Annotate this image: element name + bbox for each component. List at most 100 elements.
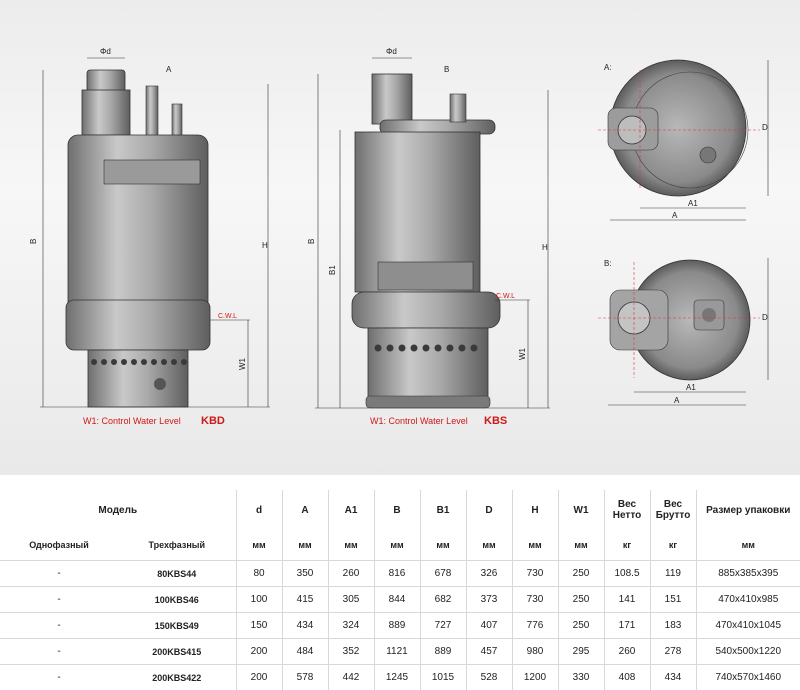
spec-table: Модель d A A1 B B1 D H W1 Вес Нетто Вес … bbox=[0, 490, 800, 690]
kbd-b-label: B bbox=[29, 239, 38, 244]
table-header-row: Модель d A A1 B B1 D H W1 Вес Нетто Вес … bbox=[0, 490, 800, 530]
cell-model: 80KBS44 bbox=[118, 561, 236, 587]
col-a1: A1 bbox=[328, 490, 374, 530]
cell-pack: 470x410x985 bbox=[696, 587, 800, 613]
cell-single: - bbox=[0, 639, 118, 665]
cell-pack: 540x500x1220 bbox=[696, 639, 800, 665]
cell-pack: 470x410x1045 bbox=[696, 613, 800, 639]
col-b: B bbox=[374, 490, 420, 530]
unit-a1: мм bbox=[328, 530, 374, 561]
cell-dd: 373 bbox=[466, 587, 512, 613]
unit-gross: кг bbox=[650, 530, 696, 561]
unit-h: мм bbox=[512, 530, 558, 561]
cell-gross: 151 bbox=[650, 587, 696, 613]
kbd-cwl-label: C.W.L bbox=[218, 313, 237, 320]
kbd-w1-label: W1 bbox=[238, 357, 247, 370]
kbs-caption: W1: Control Water Level bbox=[370, 416, 468, 426]
kbs-w1-label: W1 bbox=[518, 347, 527, 360]
kbd-h-label: H bbox=[262, 241, 268, 250]
cell-a1: 260 bbox=[328, 561, 374, 587]
view-b-label: B: bbox=[604, 259, 612, 268]
col-h: H bbox=[512, 490, 558, 530]
cell-d: 80 bbox=[236, 561, 282, 587]
cell-w1: 250 bbox=[558, 561, 604, 587]
kbs-b1-label: B1 bbox=[328, 265, 337, 275]
cell-w1: 250 bbox=[558, 587, 604, 613]
pump-drawings: Φd A B H W1 C.W.L W1: Control Water Leve… bbox=[0, 0, 800, 475]
unit-d: мм bbox=[236, 530, 282, 561]
cell-w1: 330 bbox=[558, 665, 604, 690]
cell-model: 100KBS46 bbox=[118, 587, 236, 613]
cell-a: 484 bbox=[282, 639, 328, 665]
kbd-caption: W1: Control Water Level bbox=[83, 416, 181, 426]
col-w1: W1 bbox=[558, 490, 604, 530]
cell-a1: 305 bbox=[328, 587, 374, 613]
cell-net: 108.5 bbox=[604, 561, 650, 587]
cell-dd: 407 bbox=[466, 613, 512, 639]
cell-a1: 324 bbox=[328, 613, 374, 639]
table-subheader-row: Однофазный Трехфазный мм мм мм мм мм мм … bbox=[0, 530, 800, 561]
cell-gross: 119 bbox=[650, 561, 696, 587]
cell-dd: 326 bbox=[466, 561, 512, 587]
cell-net: 171 bbox=[604, 613, 650, 639]
cell-b: 816 bbox=[374, 561, 420, 587]
view-b-a-label: A bbox=[674, 396, 680, 405]
view-a-a-label: A bbox=[672, 211, 678, 220]
cell-a1: 352 bbox=[328, 639, 374, 665]
kbd-phid-label: Φd bbox=[100, 47, 111, 56]
cell-model: 200KBS422 bbox=[118, 665, 236, 690]
top-view-b: B: A1 A D bbox=[598, 258, 768, 405]
cell-h: 776 bbox=[512, 613, 558, 639]
col-dd: D bbox=[466, 490, 512, 530]
pump-drawing-panel: Φd A B H W1 C.W.L W1: Control Water Leve… bbox=[0, 0, 800, 475]
cell-a: 415 bbox=[282, 587, 328, 613]
col-gross: Вес Брутто bbox=[650, 490, 696, 530]
cell-d: 200 bbox=[236, 639, 282, 665]
cell-h: 980 bbox=[512, 639, 558, 665]
cell-b1: 1015 bbox=[420, 665, 466, 690]
col-pack: Размер упаковки bbox=[696, 490, 800, 530]
kbd-pump-side-view bbox=[66, 70, 210, 407]
col-b1: B1 bbox=[420, 490, 466, 530]
cell-b: 889 bbox=[374, 613, 420, 639]
cell-net: 141 bbox=[604, 587, 650, 613]
cell-net: 408 bbox=[604, 665, 650, 690]
cell-single: - bbox=[0, 561, 118, 587]
cell-w1: 295 bbox=[558, 639, 604, 665]
cell-b1: 682 bbox=[420, 587, 466, 613]
cell-a1: 442 bbox=[328, 665, 374, 690]
cell-b1: 727 bbox=[420, 613, 466, 639]
cell-h: 730 bbox=[512, 587, 558, 613]
view-b-a1-label: A1 bbox=[686, 383, 696, 392]
unit-pack: мм bbox=[696, 530, 800, 561]
cell-a: 350 bbox=[282, 561, 328, 587]
cell-h: 1200 bbox=[512, 665, 558, 690]
unit-a: мм bbox=[282, 530, 328, 561]
kbs-cwl-label: C.W.L bbox=[496, 293, 515, 300]
cell-single: - bbox=[0, 587, 118, 613]
view-a-a1-label: A1 bbox=[688, 199, 698, 208]
col-model: Модель bbox=[0, 490, 236, 530]
cell-a: 578 bbox=[282, 665, 328, 690]
cell-h: 730 bbox=[512, 561, 558, 587]
col-single-phase: Однофазный bbox=[0, 530, 118, 561]
cell-gross: 278 bbox=[650, 639, 696, 665]
unit-net: кг bbox=[604, 530, 650, 561]
cell-pack: 885x385x395 bbox=[696, 561, 800, 587]
kbs-pump-side-view bbox=[352, 74, 500, 408]
cell-b: 1121 bbox=[374, 639, 420, 665]
cell-model: 200KBS415 bbox=[118, 639, 236, 665]
kbs-b-label: B bbox=[307, 239, 316, 244]
cell-d: 100 bbox=[236, 587, 282, 613]
unit-dd: мм bbox=[466, 530, 512, 561]
cell-model: 150KBS49 bbox=[118, 613, 236, 639]
cell-gross: 434 bbox=[650, 665, 696, 690]
view-a-label: A: bbox=[604, 63, 612, 72]
cell-d: 200 bbox=[236, 665, 282, 690]
cell-b1: 889 bbox=[420, 639, 466, 665]
